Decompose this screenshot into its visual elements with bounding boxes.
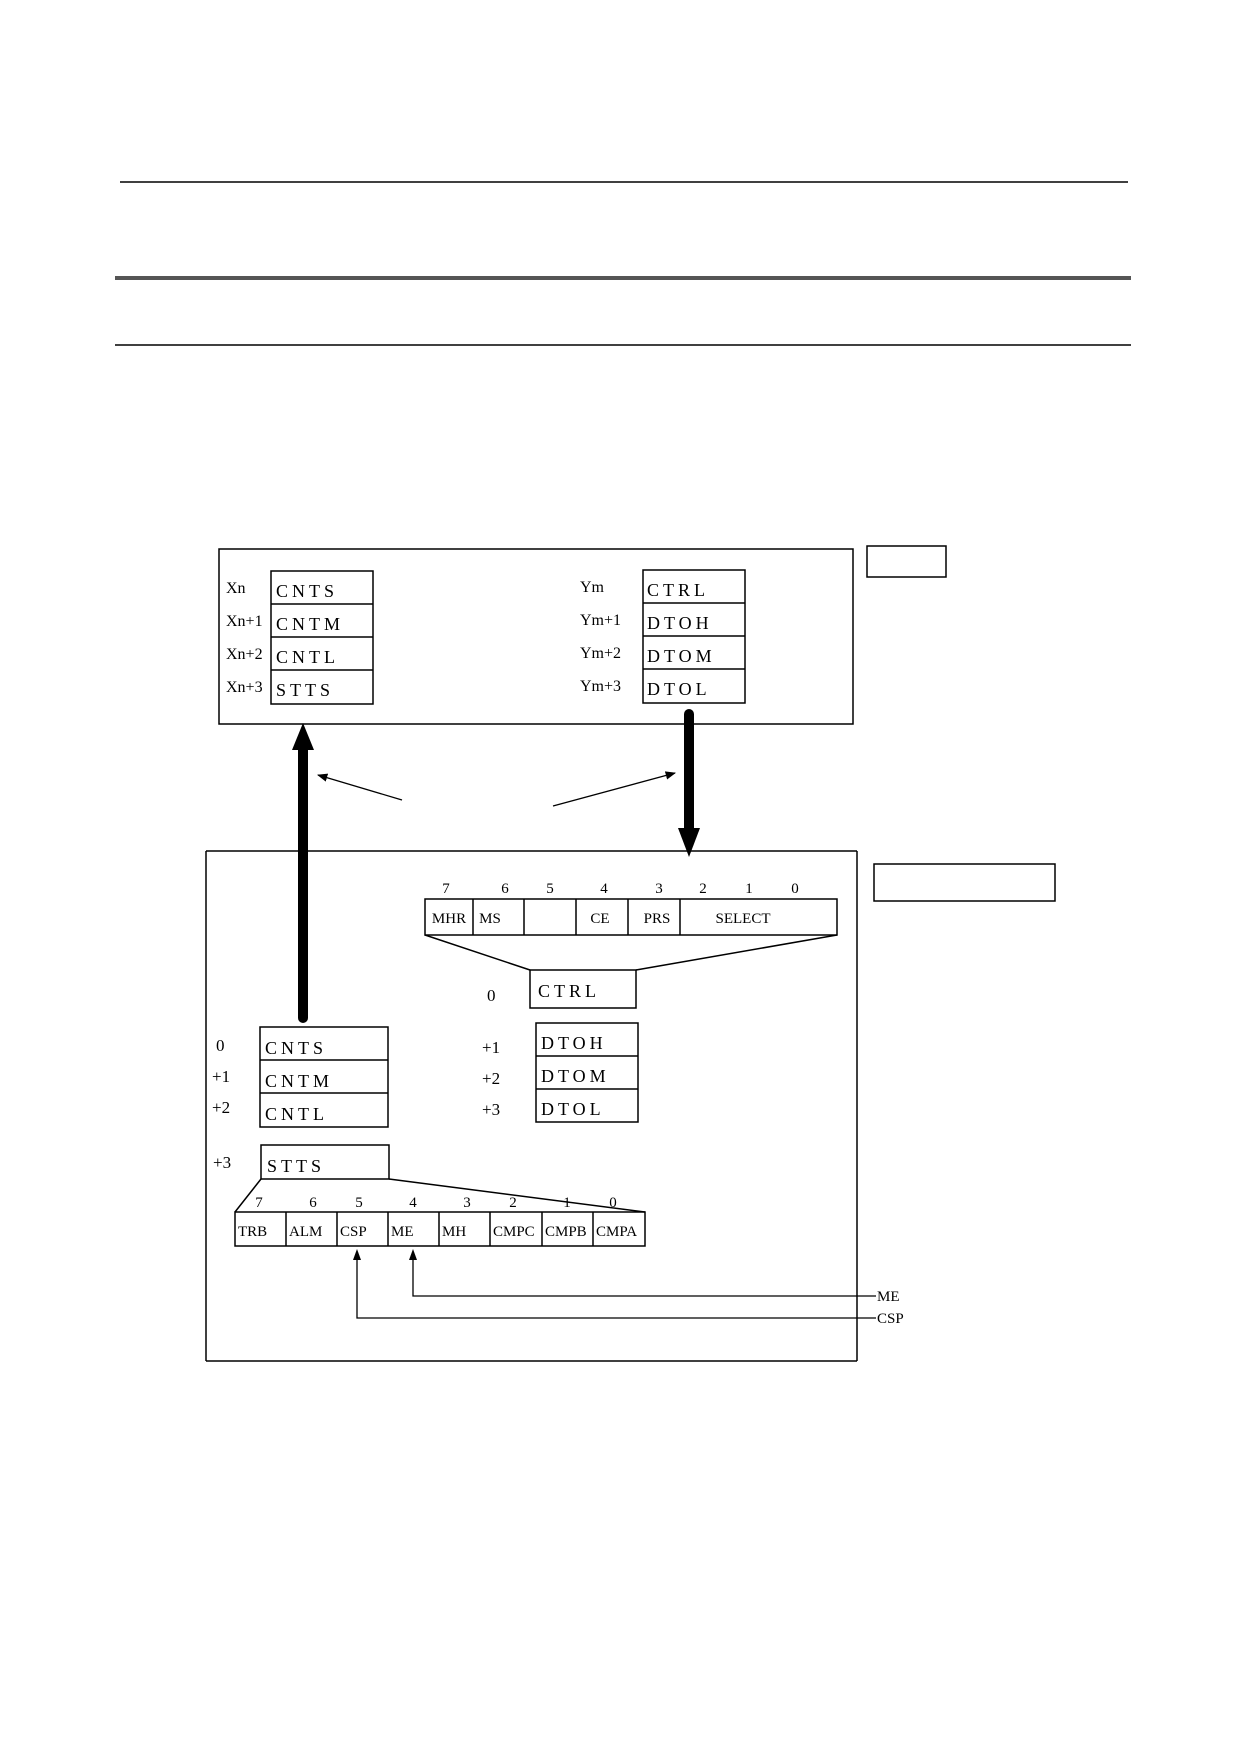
- plc-x-label-1: Xn+1: [226, 613, 263, 630]
- ctrl-expand-line-right: [635, 934, 838, 971]
- ctrl-bit-field: MHR MS CE PRS SELECT: [424, 898, 838, 936]
- module-in-offset: 0: [216, 1036, 225, 1055]
- stts-bit-me: ME: [391, 1224, 414, 1240]
- me-signal-line: [409, 1249, 876, 1297]
- plc-x-label-0: Xn: [226, 580, 246, 597]
- plc-output-labels: Ym Ym+1 Ym+2 Ym+3: [580, 579, 621, 695]
- plc-y-register-0: CTRL: [647, 580, 709, 600]
- stts-expand-line-left: [234, 1178, 262, 1213]
- plc-x-register-2: CNTL: [276, 647, 339, 667]
- stts-bit-csp: CSP: [340, 1224, 367, 1240]
- pointer-arrow-right: [552, 771, 677, 807]
- module-out-register-0: DTOH: [541, 1033, 607, 1053]
- input-transfer-arrow: [292, 723, 314, 1023]
- csp-signal-label: CSP: [877, 1311, 904, 1327]
- plc-x-register-1: CNTM: [276, 614, 344, 634]
- ctrl-expand-line-left: [424, 934, 531, 971]
- stts-bit-cmpa: CMPA: [596, 1224, 637, 1240]
- ctrl-bit-select: SELECT: [716, 911, 771, 927]
- ctrl-bit-number: 6: [501, 881, 509, 897]
- module-out-offset: +1: [482, 1038, 500, 1057]
- ctrl-bit-number: 0: [791, 881, 799, 897]
- plc-y-label-0: Ym: [580, 579, 605, 596]
- stts-bit-number: 5: [355, 1195, 363, 1211]
- ctrl-bit-number: 3: [655, 881, 663, 897]
- plc-x-label-3: Xn+3: [226, 679, 263, 696]
- stts-bit-number: 2: [509, 1195, 517, 1211]
- me-signal-label: ME: [877, 1289, 900, 1305]
- stts-bit-field: TRB ALM CSP ME MH CMPC CMPB CMPA: [234, 1211, 646, 1247]
- ctrl-bit-ce: CE: [590, 911, 609, 927]
- plc-x-label-2: Xn+2: [226, 646, 263, 663]
- plc-input-registers: CNTS CNTM CNTL STTS: [270, 570, 374, 705]
- module-frame: [205, 850, 858, 1362]
- stts-bit-number: 4: [409, 1195, 417, 1211]
- stts-bit-number: 7: [255, 1195, 263, 1211]
- plc-y-label-1: Ym+1: [580, 612, 621, 629]
- ctrl-bit-numbers: 7 6 5 4 3 2 1 0: [442, 881, 799, 897]
- plc-input-labels: Xn Xn+1 Xn+2 Xn+3: [226, 580, 263, 696]
- module-in-register-2: CNTL: [265, 1104, 328, 1124]
- module-output-offsets: +1 +2 +3: [482, 1038, 500, 1119]
- ctrl-bit-number: 1: [745, 881, 753, 897]
- plc-y-label-3: Ym+3: [580, 678, 621, 695]
- module-out-register-2: DTOL: [541, 1099, 605, 1119]
- module-ctrl-offset: 0: [487, 986, 496, 1005]
- stts-bit-number: 0: [609, 1195, 617, 1211]
- stts-bit-numbers: 7 6 5 4 3 2 1 0: [255, 1195, 617, 1211]
- module-stts-box: [260, 1144, 390, 1180]
- stts-bit-number: 6: [309, 1195, 317, 1211]
- module-input-registers: CNTS CNTM CNTL: [259, 1026, 389, 1128]
- stts-bit-cmpc: CMPC: [493, 1224, 535, 1240]
- module-stts-offset: +3: [213, 1153, 231, 1172]
- plc-y-register-1: DTOH: [647, 613, 713, 633]
- ctrl-bit-mhr: MHR: [432, 911, 466, 927]
- module-out-offset: +3: [482, 1100, 500, 1119]
- module-input-offsets: 0 +1 +2: [212, 1036, 230, 1117]
- output-transfer-arrow: [678, 709, 700, 857]
- ctrl-bit-ms: MS: [479, 911, 501, 927]
- header-rule-thick: [115, 276, 1131, 280]
- module-in-register-0: CNTS: [265, 1038, 327, 1058]
- plc-x-register-3: STTS: [276, 680, 334, 700]
- module-out-register-1: DTOM: [541, 1066, 610, 1086]
- stts-bit-number: 1: [563, 1195, 571, 1211]
- csp-signal-line: [353, 1249, 876, 1319]
- stts-expand-line-right: [388, 1178, 646, 1213]
- stts-bit-alm: ALM: [289, 1224, 322, 1240]
- module-output-registers: DTOH DTOM DTOL: [535, 1022, 639, 1123]
- module-in-offset: +1: [212, 1067, 230, 1086]
- plc-tag-box: [866, 545, 947, 578]
- pointer-arrow-left: [317, 773, 403, 801]
- ctrl-bit-prs: PRS: [644, 911, 671, 927]
- module-tag-box: [873, 863, 1056, 902]
- plc-y-register-3: DTOL: [647, 679, 711, 699]
- plc-output-registers: CTRL DTOH DTOM DTOL: [642, 569, 746, 704]
- ctrl-bit-number: 4: [600, 881, 608, 897]
- stts-bit-number: 3: [463, 1195, 471, 1211]
- module-in-register-1: CNTM: [265, 1071, 333, 1091]
- stts-bit-trb: TRB: [238, 1224, 267, 1240]
- ctrl-bit-number: 7: [442, 881, 450, 897]
- stts-bit-mh: MH: [442, 1224, 466, 1240]
- module-out-offset: +2: [482, 1069, 500, 1088]
- ctrl-bit-number: 2: [699, 881, 707, 897]
- plc-y-label-2: Ym+2: [580, 645, 621, 662]
- plc-y-register-2: DTOM: [647, 646, 716, 666]
- plc-frame: [218, 548, 854, 725]
- stts-bit-cmpb: CMPB: [545, 1224, 587, 1240]
- module-ctrl-register: CTRL: [538, 981, 600, 1001]
- module-stts-register: STTS: [267, 1156, 325, 1176]
- module-ctrl-box: [529, 969, 637, 1009]
- ctrl-bit-number: 5: [546, 881, 554, 897]
- module-in-offset: +2: [212, 1098, 230, 1117]
- plc-x-register-0: CNTS: [276, 581, 338, 601]
